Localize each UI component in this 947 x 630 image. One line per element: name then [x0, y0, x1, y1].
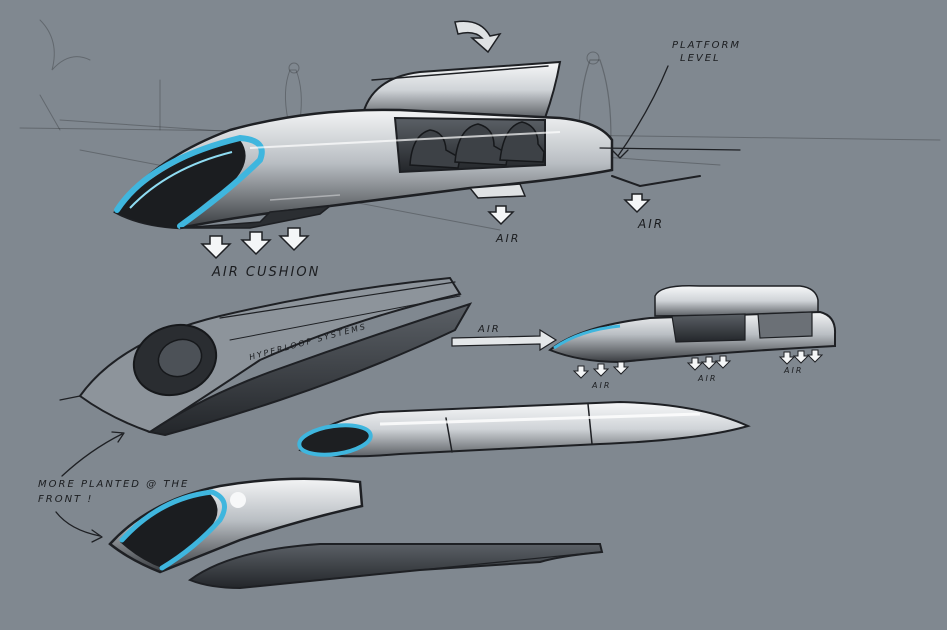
- side-view-capsule-illustration: [451, 284, 837, 379]
- annotation-front-note-2: FRONT !: [38, 494, 93, 505]
- wireframe-capsule-illustration: HYPERLOOP SYSTEMS: [59, 276, 473, 437]
- main-capsule-illustration: [113, 20, 741, 230]
- annotation-air-flow: AIR: [477, 324, 501, 335]
- annotation-air-mid: AIR: [495, 232, 520, 245]
- annotation-platform-1: PLATFORM: [672, 40, 741, 51]
- front-note-arrow-down: [55, 511, 101, 537]
- long-capsule-illustration: [297, 400, 751, 458]
- annotation-air-small-3: AIR: [783, 366, 803, 375]
- air-cushion-arrows: [200, 193, 651, 260]
- annotation-platform-2: LEVEL: [680, 53, 721, 64]
- front-detail-capsule-illustration: [55, 431, 604, 590]
- annotation-air-small-2: AIR: [697, 374, 717, 383]
- annotation-air-right: AIR: [637, 217, 664, 231]
- front-note-arrow-up: [61, 433, 123, 477]
- annotation-air-small-1: AIR: [591, 381, 611, 390]
- air-flow-arrow: [451, 328, 558, 352]
- capsule-hatch: [360, 60, 562, 119]
- blue-inlet-rim: [114, 134, 265, 229]
- annotation-front-note-1: MORE PLANTED @ THE: [38, 479, 189, 490]
- annotation-air-cushion: AIR CUSHION: [211, 265, 320, 280]
- hatch-open-arrow: [454, 20, 502, 54]
- platform-pointer-line: [617, 65, 669, 157]
- front-blue-rim: [119, 489, 227, 571]
